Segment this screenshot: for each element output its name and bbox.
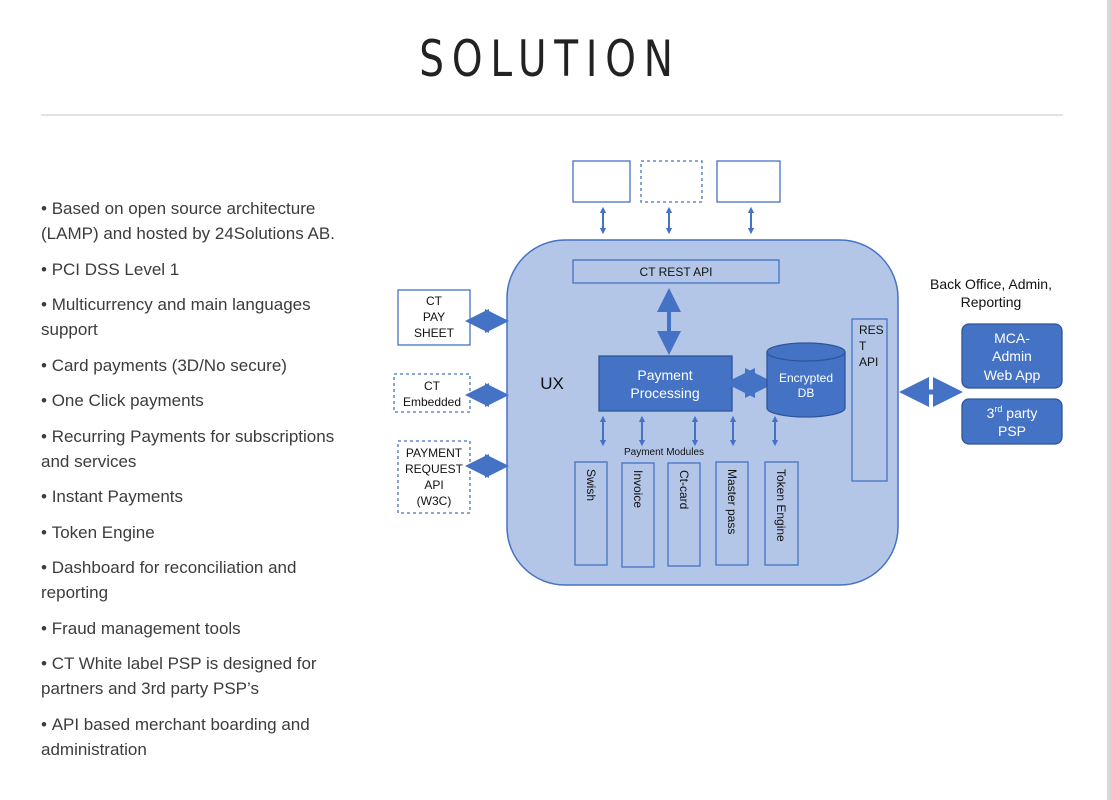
encrypted-db-label: DB (798, 386, 815, 400)
feature-item: Instant Payments (41, 484, 351, 509)
payment-request-api-label: REQUEST (405, 462, 464, 476)
third-party-psp-box (961, 398, 1063, 445)
payment-request-api-label: PAYMENT (406, 446, 463, 460)
encrypted-db: Encrypted DB (766, 342, 846, 418)
payment-processing-label: Payment (637, 367, 692, 383)
payment-request-api-label: API (424, 478, 443, 492)
payment-request-api-label: (W3C) (417, 494, 452, 508)
feature-item: Card payments (3D/No secure) (41, 353, 351, 378)
payment-module-label: Token Engine (774, 469, 788, 542)
ux-label: UX (540, 374, 564, 393)
payment-module-box (621, 462, 655, 568)
payment-module-label: Invoice (631, 470, 645, 508)
feature-item: CT White label PSP is designed for partn… (41, 651, 351, 701)
feature-item: Fraud management tools (41, 616, 351, 641)
ct-embedded-label: CT (424, 379, 441, 393)
feature-item: Token Engine (41, 520, 351, 545)
encrypted-db-label: Encrypted (779, 371, 833, 385)
feature-list: Based on open source architecture (LAMP)… (41, 196, 351, 772)
back-office-title: Back Office, Admin, (930, 276, 1052, 292)
page-edge (1107, 0, 1111, 800)
third-party-psp-label: PSP (998, 423, 1026, 439)
feature-item: One Click payments (41, 388, 351, 413)
third-party-psp-label: 3rd party (987, 404, 1038, 421)
rest-api-label: RES (859, 323, 884, 337)
payment-module-label: Master pass (725, 469, 739, 534)
payment-modules-label: Payment Modules (624, 447, 704, 458)
ct-rest-api-box (572, 259, 780, 284)
ct-pay-sheet-label: PAY (423, 310, 445, 324)
title-divider (41, 114, 1063, 116)
ct-pay-sheet-label: CT (426, 294, 443, 308)
rest-api-box (851, 318, 888, 482)
rest-api-label: API (859, 355, 878, 369)
payment-module-box (715, 461, 749, 566)
ct-pay-sheet-label: SHEET (414, 326, 455, 340)
payment-module-label: Ct-card (677, 470, 691, 509)
payment-processing-box (598, 355, 733, 412)
feature-item: Dashboard for reconciliation and reporti… (41, 555, 351, 605)
payment-module-box (574, 461, 608, 566)
top-client-box (572, 160, 631, 203)
mca-admin-label: Admin (992, 348, 1032, 364)
mca-admin-label: Web App (984, 367, 1041, 383)
payment-module-box (764, 461, 799, 566)
ct-pay-sheet-box (397, 289, 471, 346)
ct-rest-api-label: CT REST API (640, 265, 713, 279)
slide-title: SOLUTION (419, 30, 681, 88)
payment-request-api-box (397, 440, 471, 514)
feature-item: Based on open source architecture (LAMP)… (41, 196, 351, 246)
ct-embedded-label: Embedded (403, 395, 461, 409)
feature-item: PCI DSS Level 1 (41, 257, 351, 282)
feature-item: Multicurrency and main languages support (41, 292, 351, 342)
top-client-box (640, 160, 703, 203)
feature-item: Recurring Payments for subscriptions and… (41, 424, 351, 474)
back-office-title: Reporting (961, 294, 1022, 310)
ct-embedded-box (393, 373, 471, 413)
payment-processing-label: Processing (630, 385, 699, 401)
rest-api-label: T (859, 339, 867, 353)
payment-module-box (667, 462, 701, 567)
mca-admin-box (961, 323, 1063, 389)
mca-admin-label: MCA- (994, 330, 1030, 346)
top-client-box (716, 160, 781, 203)
payment-module-label: Swish (584, 469, 598, 501)
feature-item: API based merchant boarding and administ… (41, 712, 351, 762)
